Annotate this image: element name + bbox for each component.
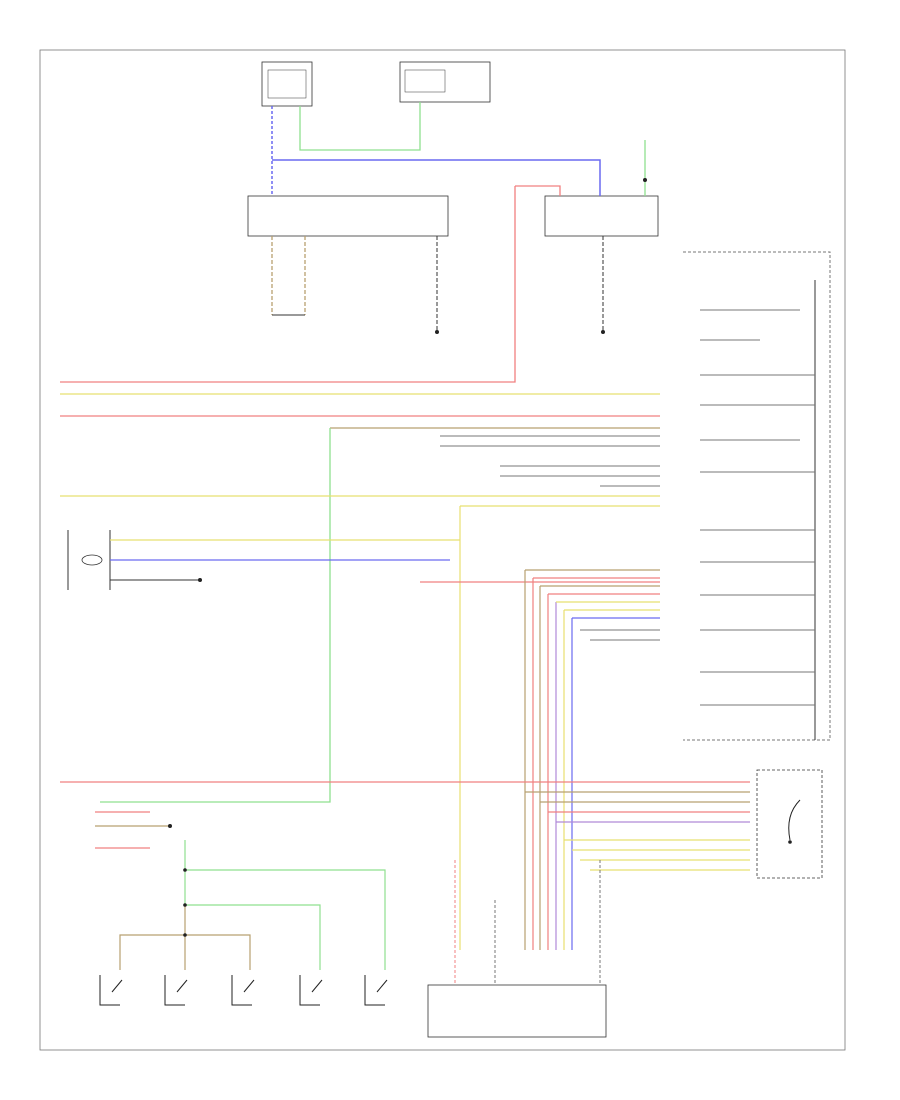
left-lower-wires [95,811,172,849]
data-link-connector [247,195,449,237]
battery-fuse-box [399,61,491,103]
tcm-box [544,195,659,237]
fuse-block [261,61,313,107]
fuel-sensor [67,530,460,590]
combination-meter [683,251,831,741]
transmission-range-switch [756,769,823,879]
trs-wires [60,781,750,871]
bus-wires [60,393,660,950]
dlc-lower-wires [271,236,604,330]
ecm-harness [524,569,660,950]
ecm-pin-wires [454,860,601,985]
diagram-frame [39,49,846,1051]
switch-icon [99,975,388,1006]
top-wires [60,102,646,383]
ecm-box [427,984,607,1038]
switch-tree-wires [119,840,386,970]
ground-icon [435,178,647,334]
